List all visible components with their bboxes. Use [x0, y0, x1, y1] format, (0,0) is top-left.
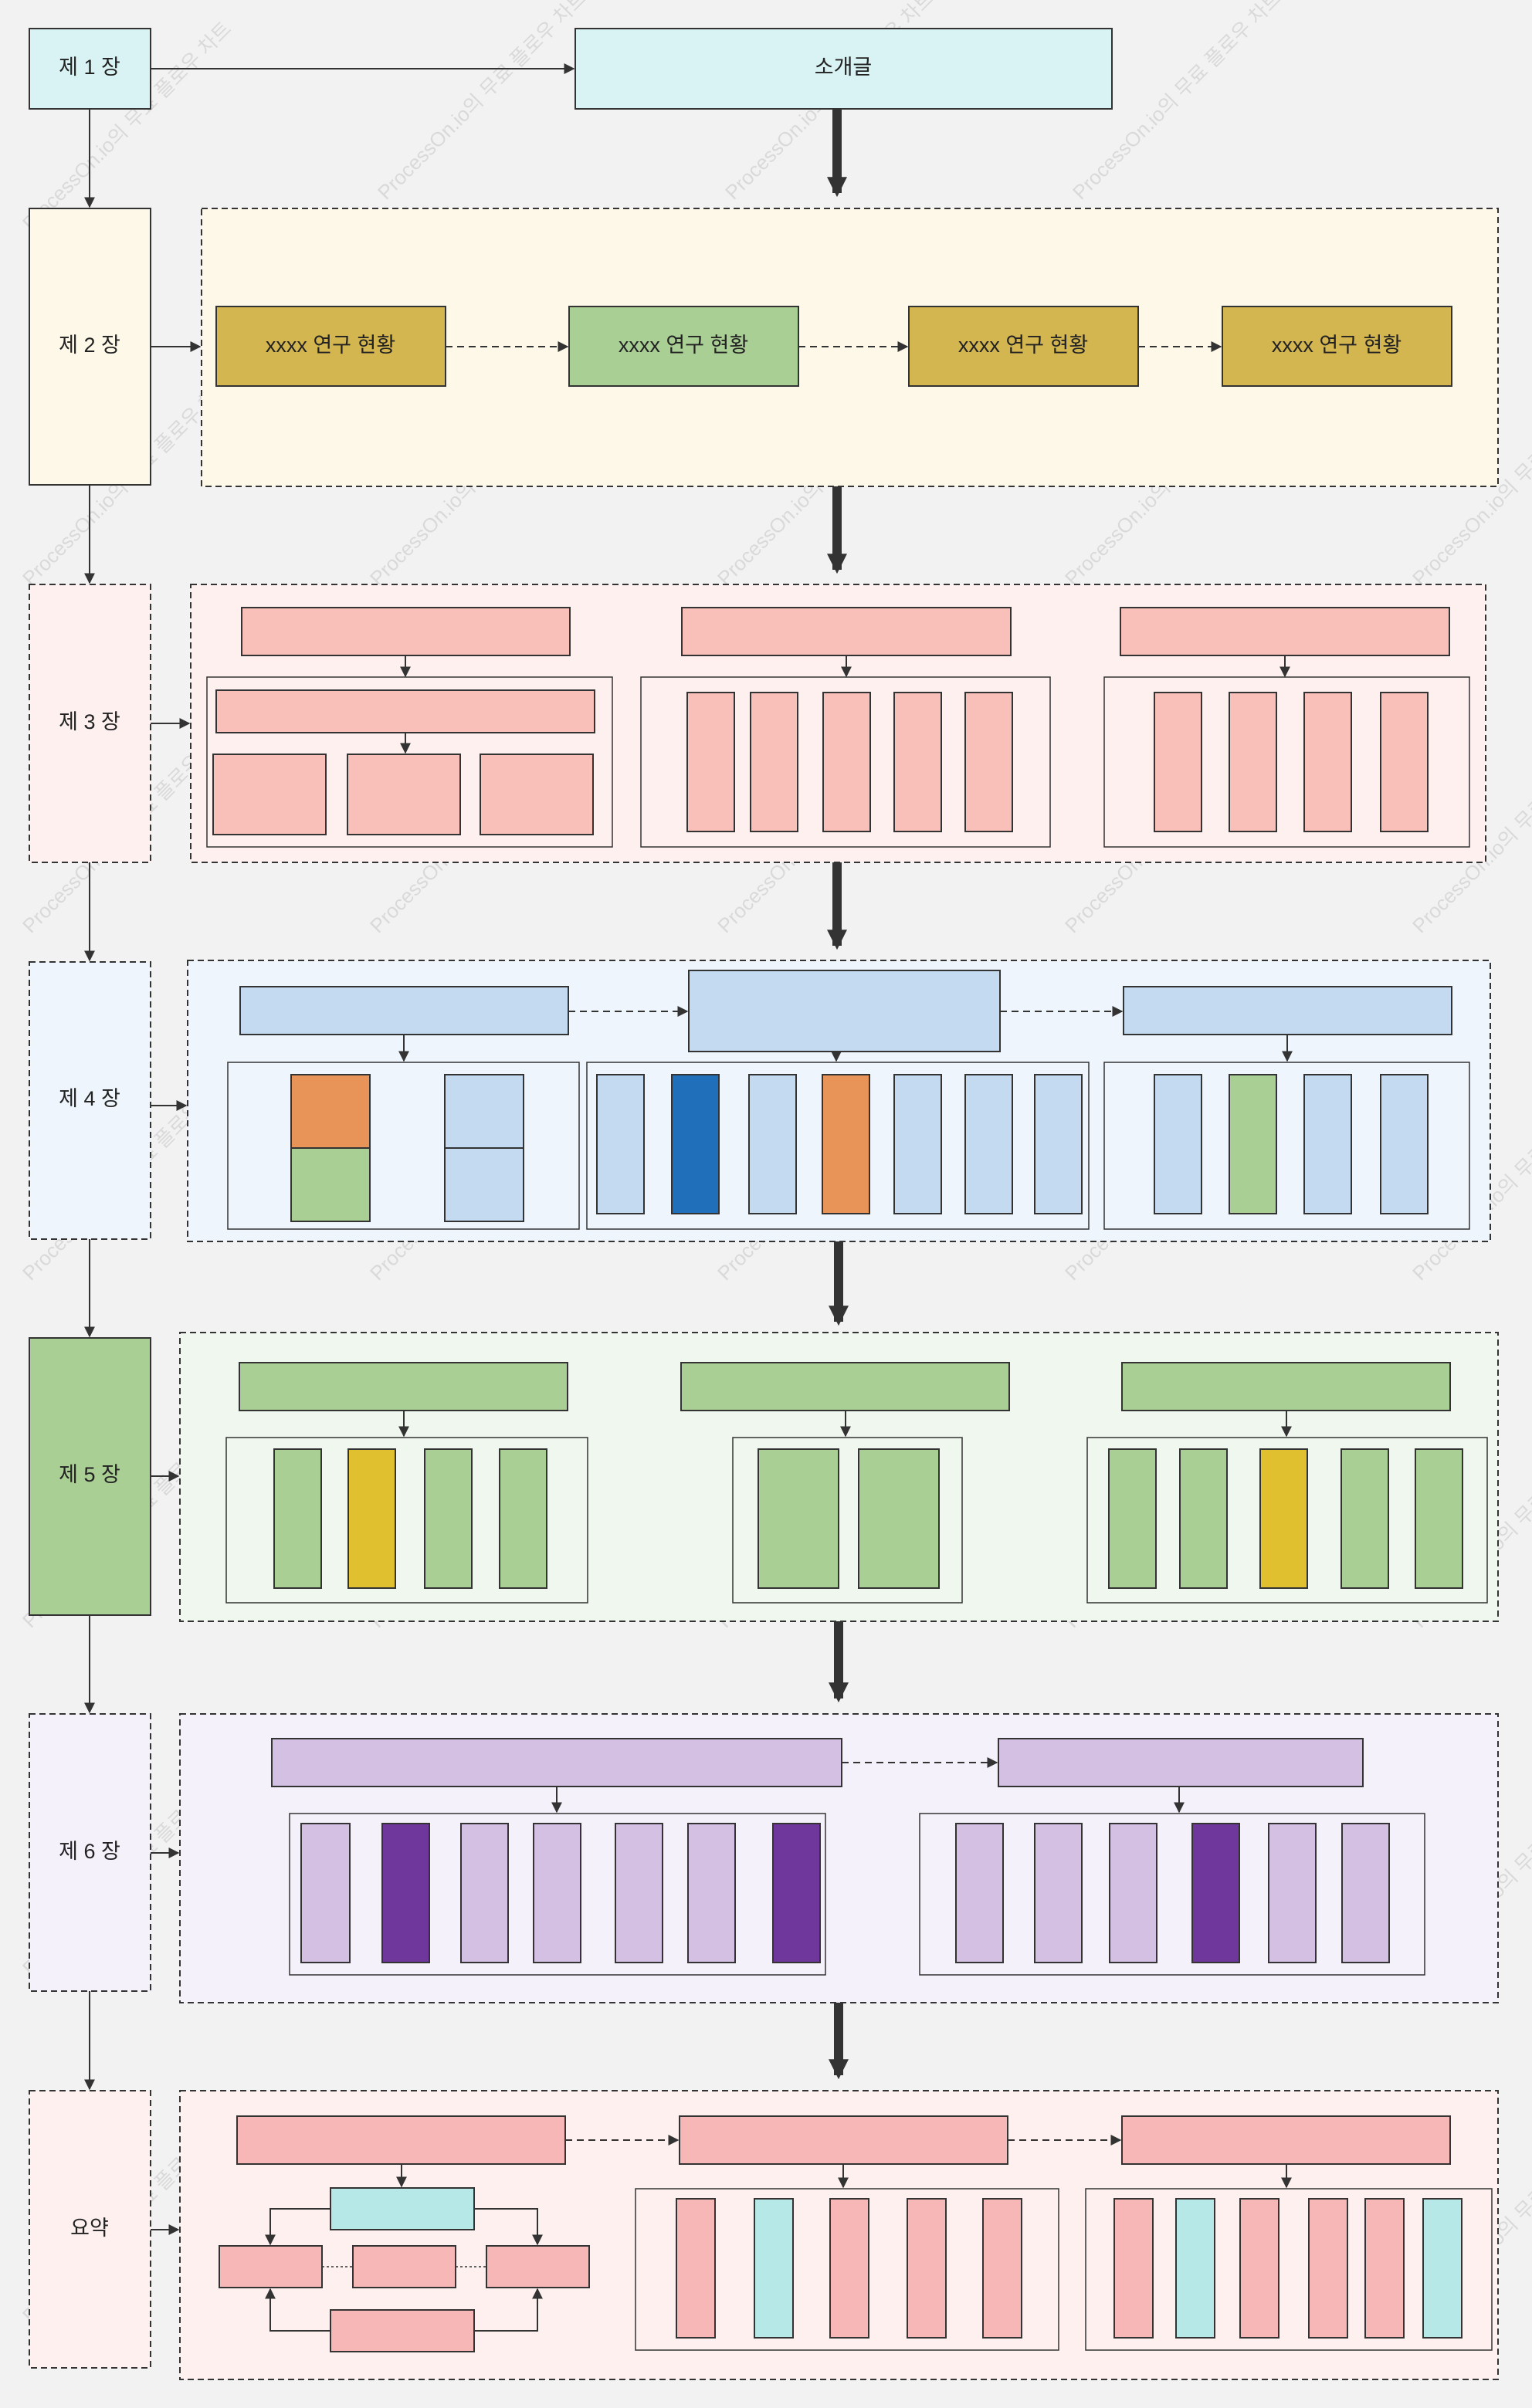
chapter-box-4	[29, 961, 151, 1240]
chapter-4-panel	[187, 960, 1491, 1242]
research-label-1: xxxx 연구 현황	[266, 334, 395, 357]
chapter-box-1	[29, 28, 151, 110]
research-label-3: xxxx 연구 현황	[958, 334, 1088, 357]
chapter-label-4: 제 4 장	[59, 1087, 120, 1110]
research-box-1	[215, 306, 446, 387]
chapter-label-6: 제 6 장	[59, 1840, 120, 1863]
chapter-column: 제 1 장 제 2 장 제 3 장 제 4 장 제 5 장 제 6 장 요약	[29, 28, 575, 2369]
watermark-text: ProcessOn.io의 무료 플로우 차트	[373, 0, 591, 204]
chapter-2-panel: xxxx 연구 현황 xxxx 연구 현황 xxxx 연구 현황 xxxx 연구…	[201, 208, 1499, 487]
chapter-box-2	[29, 208, 151, 486]
chapter-6-panel	[179, 1713, 1499, 2003]
chapter-label-5: 제 5 장	[59, 1463, 120, 1486]
research-label-2: xxxx 연구 현황	[619, 334, 748, 357]
chapter-label-3: 제 3 장	[59, 710, 120, 733]
chapter-box-summary	[29, 2090, 151, 2369]
chapter-label-summary: 요약	[70, 2217, 109, 2240]
intro-label: 소개글	[815, 56, 873, 79]
research-box-2	[568, 306, 799, 387]
chapter-connectors	[84, 63, 575, 2235]
main-flow-arrows	[827, 109, 849, 2080]
chapter-box-6	[29, 1713, 151, 1992]
intro-box	[574, 28, 1113, 110]
chapter-label-1: 제 1 장	[59, 56, 120, 79]
chapter-label-2: 제 2 장	[59, 334, 120, 357]
chapter-box-3	[29, 584, 151, 863]
summary-panel	[179, 2090, 1499, 2380]
research-box-4	[1222, 306, 1452, 387]
chapter-5-panel	[179, 1332, 1499, 1622]
research-label-4: xxxx 연구 현황	[1272, 334, 1402, 357]
chapter-3-panel	[190, 584, 1486, 863]
